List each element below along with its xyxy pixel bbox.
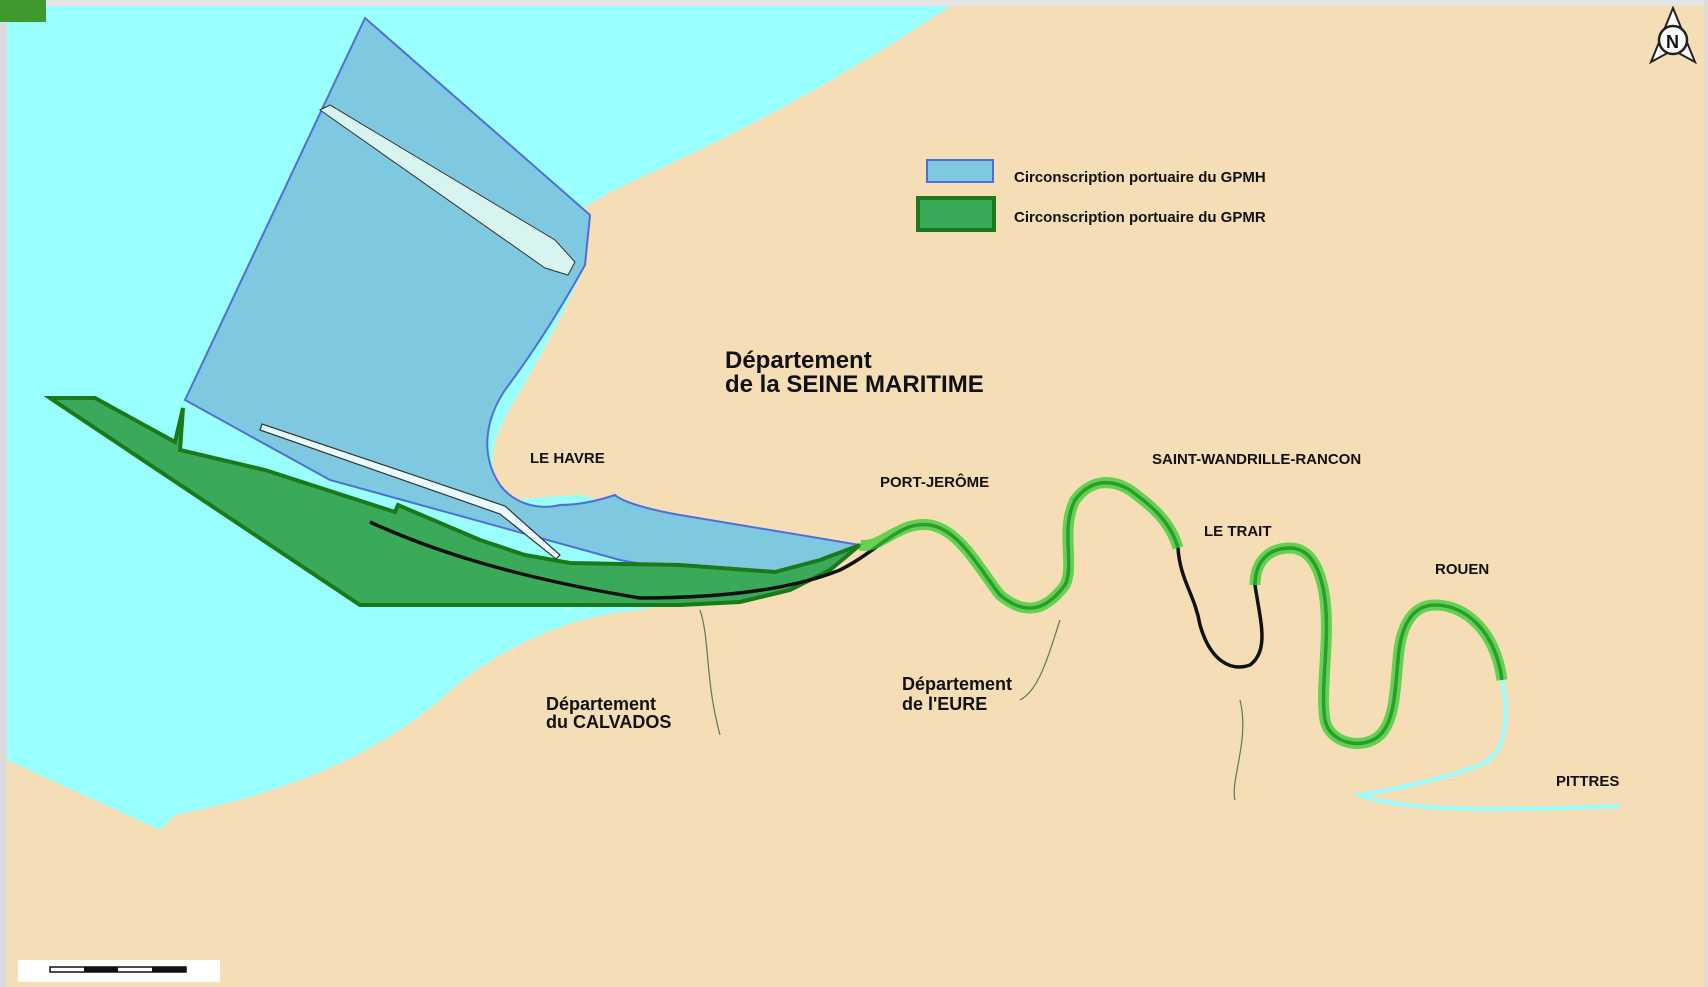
legend-label-gpmh: Circonscription portuaire du GPMH [1014, 169, 1266, 186]
frame-left-edge [0, 0, 7, 987]
le-havre-channel [259, 423, 561, 560]
dept-eure-line1: Département [902, 674, 1012, 694]
frame-top-edge [0, 0, 1708, 6]
dept-calvados-line2: du CALVADOS [546, 712, 671, 732]
river-bank-green [858, 477, 1508, 749]
scale-bar [18, 960, 220, 982]
dept-calvados-line1: Département [546, 694, 656, 714]
place-pittres: PITTRES [1556, 773, 1619, 790]
legend: Circonscription portuaire du GPMH Circon… [916, 159, 1266, 232]
place-saint-wandrille: SAINT-WANDRILLE-RANCON [1152, 451, 1361, 468]
dept-seine-maritime-line2: de la SEINE MARITIME [725, 371, 984, 398]
dept-eure-line2: de l'EURE [902, 694, 987, 714]
north-arrow-icon: N [1649, 5, 1697, 65]
dept-seine-maritime-line1: Département [725, 347, 872, 374]
frame-right-edge [1704, 0, 1708, 987]
legend-swatch-gpmr [916, 196, 996, 232]
place-le-havre: LE HAVRE [530, 450, 605, 467]
place-rouen: ROUEN [1435, 561, 1489, 578]
place-port-jerome: PORT-JERÔME [880, 473, 989, 491]
north-letter: N [1666, 32, 1679, 52]
place-le-trait: LE TRAIT [1204, 523, 1272, 540]
seine-river-upstream [1352, 679, 1621, 811]
legend-label-gpmr: Circonscription portuaire du GPMR [1014, 209, 1266, 226]
gpmr-port-zone [43, 396, 862, 607]
tributary-stream [699, 609, 1244, 801]
corner-tab [0, 0, 46, 22]
legend-swatch-gpmh [926, 159, 994, 183]
gpmh-channel [319, 104, 576, 276]
